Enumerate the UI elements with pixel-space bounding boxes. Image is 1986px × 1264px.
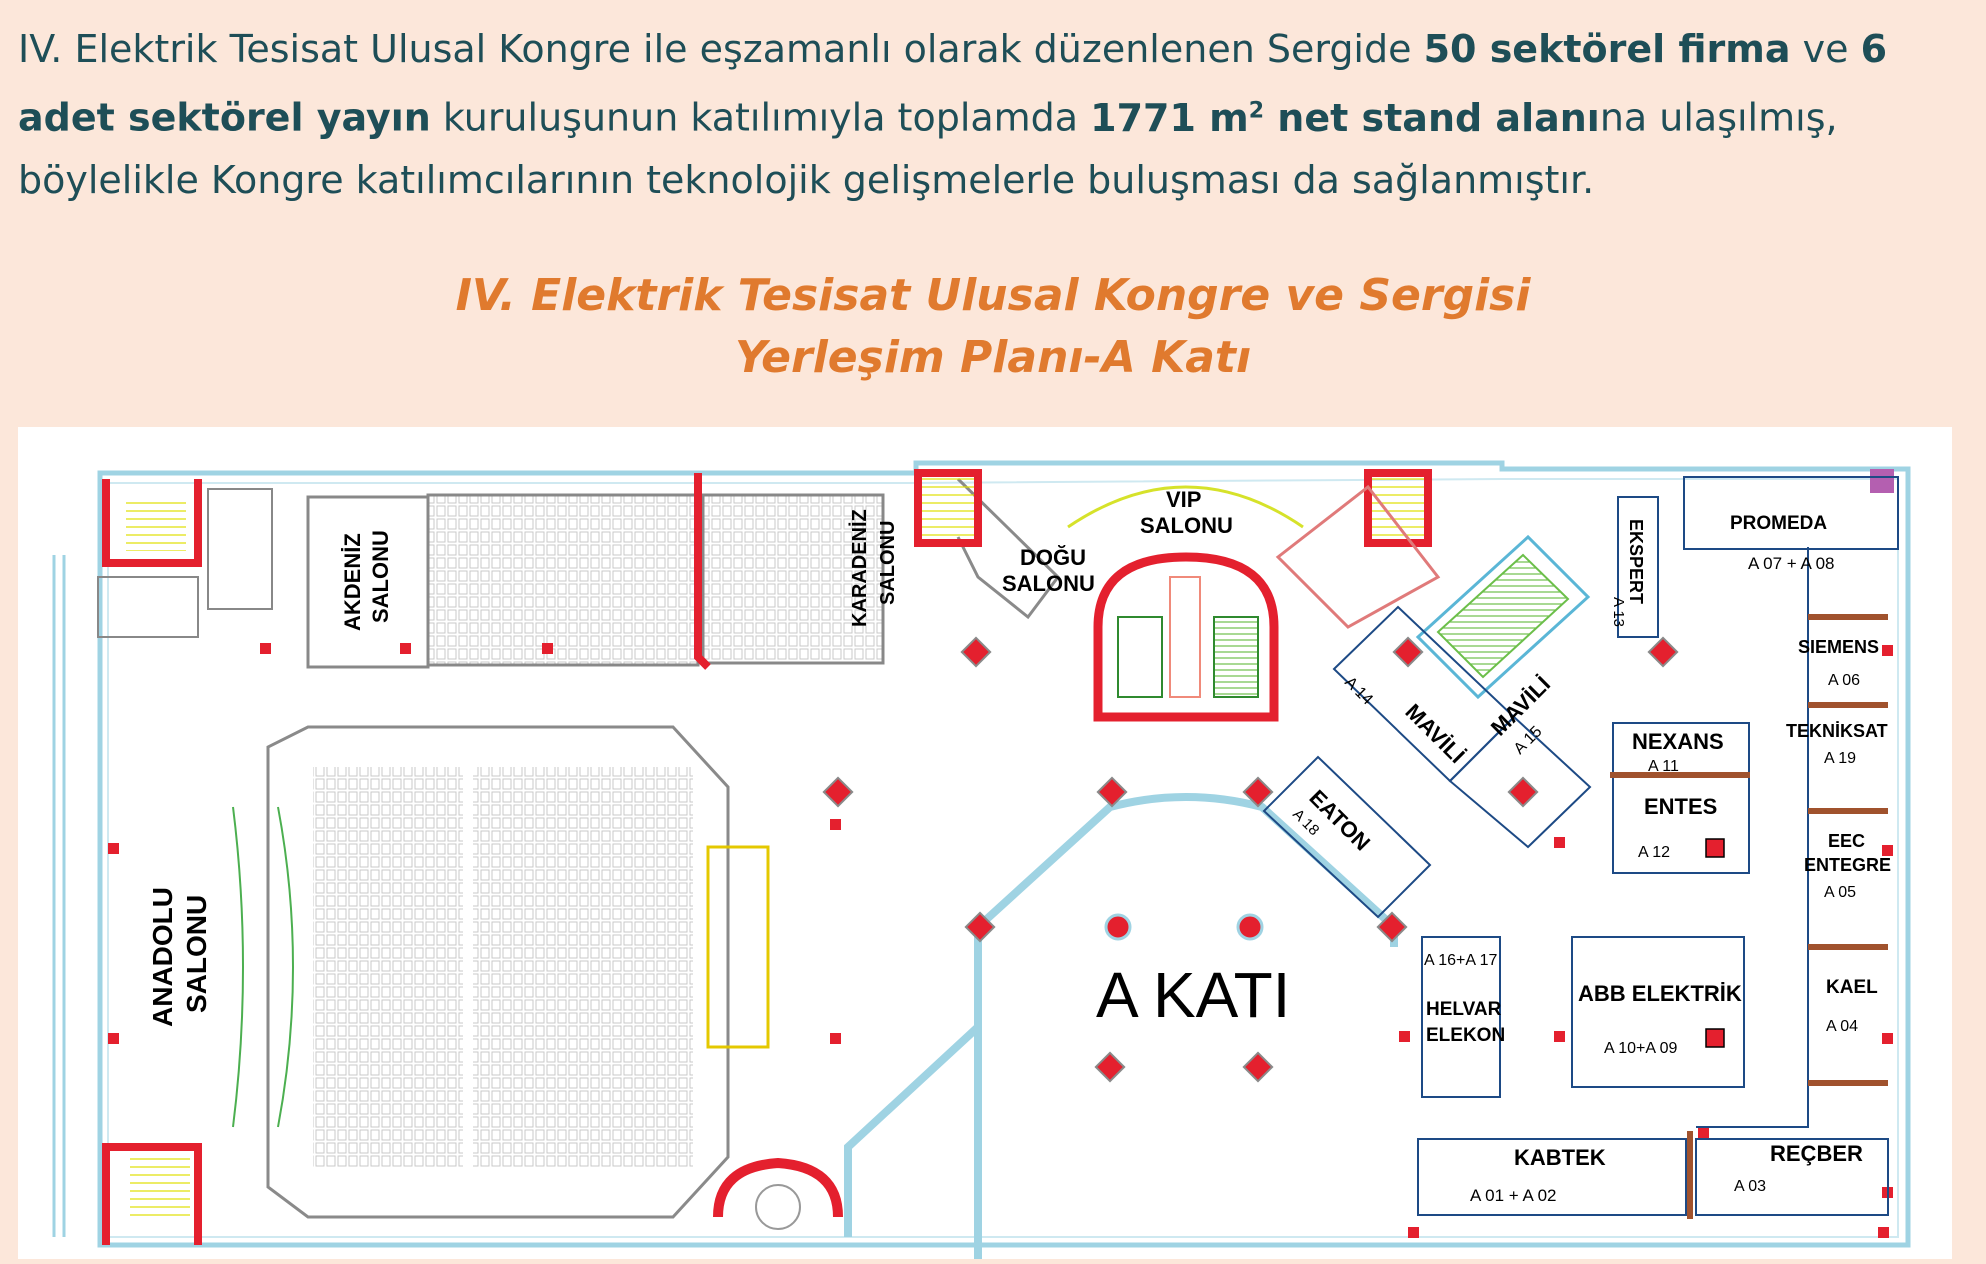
anadolu-hall-outline [266, 725, 730, 1219]
anadolu-stage [232, 806, 244, 1128]
karadeniz-seating [701, 493, 885, 665]
stand-dividers [1610, 614, 1888, 1219]
mavili-rack-outline [1415, 534, 1591, 700]
dogu-stair [914, 469, 982, 547]
karadeniz-label-1: KARADENİZ [848, 509, 871, 627]
service-room-2 [97, 576, 199, 638]
atrium-glass [974, 793, 1397, 1264]
stand-eec-label-2: ENTEGRE [1804, 855, 1891, 875]
stand-promeda-label: PROMEDA [1730, 513, 1827, 534]
intro-area-value: 1771 m [1090, 95, 1249, 140]
vip-core [1093, 552, 1279, 722]
service-room [207, 488, 273, 610]
stand-entes-marker [1705, 838, 1725, 858]
plan-subtitle: Yerleşim Planı-A Katı [734, 332, 1252, 383]
stand-entes-label: ENTES [1644, 794, 1717, 819]
anadolu-label-2: SALONU [181, 895, 212, 1013]
atrium-lower-glass [844, 1024, 981, 1237]
stand-abb-label: ABB ELEKTRİK [1578, 981, 1742, 1006]
anadolu-seating-right [473, 767, 693, 1167]
left-glass-wall [52, 555, 66, 1237]
vip-label-2: SALONU [1140, 513, 1233, 538]
vip-room-left [1117, 616, 1163, 698]
northwest-stair [126, 497, 186, 551]
vip-label-1: VIP [1166, 487, 1201, 512]
intro-text-2: ve [1790, 27, 1861, 71]
northwest-stair-wall [102, 479, 202, 567]
stand-tekniksat-label: TEKNİKSAT [1786, 721, 1888, 741]
anadolu-label-1: ANADOLU [147, 887, 178, 1027]
anadolu-side-room [706, 845, 770, 1049]
intro-bold-publications: 6 adet sektörel yayın [18, 27, 1888, 140]
dogu-label-1: DOĞU [1020, 545, 1086, 570]
stand-kael-label: KAEL [1826, 977, 1878, 998]
southwest-stair [130, 1157, 190, 1217]
intro-area-label: net stand alanı [1264, 95, 1600, 140]
akdeniz-label-1: AKDENİZ [340, 533, 365, 631]
vip-stair-right [1213, 616, 1259, 698]
stand-helvar-number: A 16+A 17 [1424, 952, 1498, 969]
spiral-stair-core [755, 1184, 801, 1230]
akdeniz-seating [426, 493, 700, 667]
stand-eec-number: A 05 [1824, 884, 1856, 901]
intro-bold-area: 1771 m2 net stand alanı [1090, 96, 1600, 140]
atrium-round-columns [1104, 913, 1264, 941]
stand-siemens-label: SIEMENS [1798, 637, 1879, 657]
stand-abb-marker [1705, 1028, 1725, 1048]
dogu-hall-outline [956, 477, 1060, 620]
stand-kael-number: A 04 [1826, 1018, 1858, 1035]
northeast-stair [1364, 469, 1432, 547]
stand-promeda-number: A 07 + A 08 [1748, 554, 1835, 573]
intro-text-4: na ulaşılmış, böylelikle Kongre katılımc… [18, 95, 1838, 202]
wc-block [1275, 484, 1441, 629]
floor-plan: AKDENİZ SALONU KARADENİZ SALONU DOĞU SAL… [18, 427, 1952, 1264]
stand-kabtek-number: A 01 + A 02 [1470, 1186, 1557, 1205]
karadeniz-wall [694, 473, 711, 670]
spiral-stair [713, 1157, 843, 1218]
stand-kabtek-label: KABTEK [1514, 1145, 1606, 1170]
stand-eec-label-1: EEC [1828, 831, 1865, 851]
column-markers-left [108, 643, 841, 1044]
stand-abb-number: A 10+A 09 [1604, 1040, 1678, 1057]
floor-label: A KATI [1096, 959, 1290, 1031]
mavili-rack-fill [1436, 553, 1570, 679]
stand-siemens-number: A 06 [1828, 672, 1860, 689]
akdeniz-label-2: SALONU [368, 530, 393, 623]
stand-recber-number: A 03 [1734, 1178, 1766, 1195]
vip-elevator [1169, 576, 1201, 698]
intro-paragraph: IV. Elektrik Tesisat Ulusal Kongre ile e… [18, 18, 1968, 211]
anadolu-seating-left [313, 767, 463, 1167]
column-markers-atrium [822, 636, 1679, 1083]
intro-area-superscript: 2 [1248, 98, 1265, 123]
stand-frames [1262, 476, 1899, 1216]
stand-mavili-left-label: MAVİLİ [1400, 699, 1469, 768]
stand-entes-number: A 12 [1638, 844, 1670, 861]
karadeniz-label-2: SALONU [877, 521, 899, 605]
stand-tekniksat-number: A 19 [1824, 750, 1856, 767]
intro-text-3: kuruluşunun katılımıyla toplamda [430, 95, 1091, 140]
corner-marker [1870, 469, 1894, 493]
stand-ekspert-label: EKSPERT [1626, 519, 1646, 604]
stand-nexans-number: A 11 [1648, 758, 1679, 775]
stand-ekspert-number: A 13 [1610, 597, 1627, 627]
vip-arc [1067, 485, 1304, 529]
southwest-stair-wall [102, 1143, 202, 1245]
anadolu-stage-edge [277, 806, 294, 1128]
intro-bold-firms: 50 sektörel firma [1423, 27, 1791, 71]
stand-recber-label: REÇBER [1770, 1141, 1863, 1166]
stand-helvar-label: HELVAR [1426, 999, 1502, 1020]
plan-title: IV. Elektrik Tesisat Ulusal Kongre ve Se… [455, 270, 1531, 321]
dogu-label-2: SALONU [1002, 571, 1095, 596]
stand-nexans-label: NEXANS [1632, 729, 1724, 754]
floor-plan-drawing: AKDENİZ SALONU KARADENİZ SALONU DOĞU SAL… [52, 460, 1911, 1264]
intro-text-1: IV. Elektrik Tesisat Ulusal Kongre ile e… [18, 27, 1424, 71]
stand-elekon-label: ELEKON [1426, 1025, 1505, 1046]
